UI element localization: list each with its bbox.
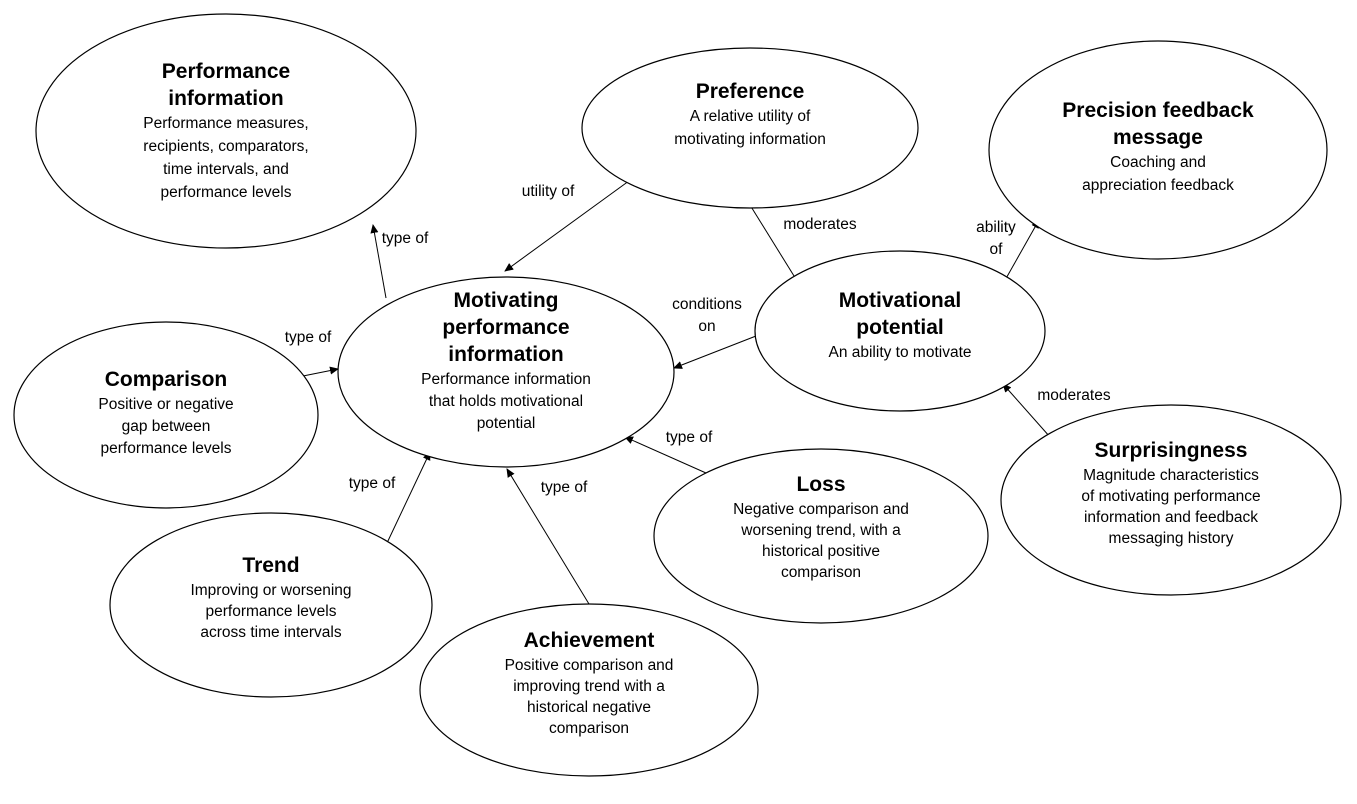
node-preference: Preference A relative utility of motivatin… [581, 47, 919, 209]
node-performance-information-description: time intervals, and [163, 161, 289, 178]
node-preference-title: Preference [696, 80, 805, 103]
edge-labels-layer: type of utility of moderates ability of condi… [285, 183, 1111, 496]
node-precision-feedback-message-description: appreciation feedback [1082, 177, 1234, 194]
node-surprisingness-shape [1000, 404, 1342, 596]
edge-motivating-performance-information-to-performance-information-arrow [370, 224, 387, 299]
edge-achievement-to-motivating-performance-information-arrow [506, 468, 590, 605]
node-motivational-potential: Motivational potential An ability to motiv… [754, 250, 1046, 412]
node-achievement-title: Achievement [524, 629, 655, 652]
node-preference-description: A relative utility of [690, 108, 811, 125]
node-loss-title: Loss [796, 473, 845, 496]
node-achievement-description: Positive comparison and [505, 657, 674, 674]
node-comparison-description: Positive or negative [98, 396, 233, 413]
node-precision-feedback-message-title: message [1113, 126, 1203, 149]
node-precision-feedback-message-title: Precision feedback [1062, 99, 1254, 122]
node-motivational-potential-title: Motivational [839, 289, 962, 312]
node-motivational-potential-title: potential [856, 316, 944, 339]
node-motivational-potential-description: An ability to motivate [828, 344, 971, 361]
node-achievement-description: improving trend with a [513, 678, 665, 695]
node-performance-information-title: Performance [162, 60, 290, 83]
node-performance-information-title: information [168, 87, 284, 110]
node-motivating-performance-information-title: information [448, 343, 564, 366]
edge-preference-to-motivational-potential-label: moderates [783, 216, 856, 233]
node-motivating-performance-information: Motivating performance informationPerforma… [337, 276, 675, 468]
node-surprisingness-description: information and feedback [1084, 509, 1258, 526]
node-precision-feedback-message-description: Coaching and [1110, 154, 1206, 171]
node-comparison-description: performance levels [101, 440, 232, 457]
edge-trend-to-motivating-performance-information-arrow [386, 451, 431, 544]
edge-motivational-potential-to-motivating-performance-information-label: on [698, 318, 715, 335]
node-trend-description: performance levels [206, 603, 337, 620]
edge-trend-to-motivating-performance-information-label: type of [349, 475, 396, 492]
node-trend-shape [109, 512, 433, 698]
node-loss-description: worsening trend, with a [740, 522, 901, 539]
edge-comparison-to-motivating-performance-information-arrow [297, 366, 339, 378]
node-achievement-description: comparison [549, 720, 629, 737]
node-surprisingness-title: Surprisingness [1095, 439, 1248, 462]
node-surprisingness-description: of motivating performance [1081, 488, 1260, 505]
node-preference-shape [581, 47, 919, 209]
node-motivating-performance-information-title: performance [442, 316, 569, 339]
edge-comparison-to-motivating-performance-information-label: type of [285, 329, 332, 346]
node-performance-information-shape [35, 13, 417, 249]
node-comparison-title: Comparison [105, 368, 228, 391]
edge-preference-to-motivating-performance-information-label: utility of [522, 183, 575, 200]
edge-motivational-potential-to-motivating-performance-information-label: conditions [672, 296, 742, 313]
edge-motivational-potential-to-precision-feedback-message-arrow [1003, 219, 1040, 283]
edge-motivating-performance-information-to-performance-information-label: type of [382, 230, 429, 247]
node-surprisingness-description: Magnitude characteristics [1083, 467, 1259, 484]
node-comparison-shape [13, 321, 319, 509]
edge-surprisingness-to-motivational-potential-label: moderates [1037, 387, 1110, 404]
node-loss-description: historical positive [762, 543, 880, 560]
node-motivating-performance-information-shape [337, 276, 675, 468]
edge-motivational-potential-to-precision-feedback-message-label: ability [976, 219, 1016, 236]
node-motivating-performance-information-description: that holds motivational [429, 393, 583, 410]
node-motivating-performance-information-title: Motivating [454, 289, 559, 312]
node-surprisingness-description: messaging history [1109, 530, 1234, 547]
edge-surprisingness-to-motivational-potential-arrow [1002, 383, 1051, 438]
node-motivating-performance-information-description: potential [477, 415, 536, 432]
edge-achievement-to-motivating-performance-information-label: type of [541, 479, 588, 496]
node-achievement-description: historical negative [527, 699, 651, 716]
node-trend-description: across time intervals [200, 624, 342, 641]
node-comparison-description: gap between [122, 418, 211, 435]
node-trend-title: Trend [242, 554, 299, 577]
node-achievement-shape [419, 603, 759, 777]
node-loss-description: comparison [781, 564, 861, 581]
node-performance-information-description: performance levels [161, 184, 292, 201]
edges-layer [297, 177, 1051, 605]
node-precision-feedback-message-shape [988, 40, 1328, 260]
node-motivating-performance-information-description: Performance information [421, 371, 591, 388]
edge-motivational-potential-to-precision-feedback-message-label: of [990, 241, 1004, 258]
edge-loss-to-motivating-performance-information-label: type of [666, 429, 713, 446]
edge-preference-to-motivational-potential-arrow [749, 204, 800, 285]
edge-loss-to-motivating-performance-information-arrow [624, 436, 707, 474]
node-performance-information-description: recipients, comparators, [143, 138, 308, 155]
edge-preference-to-motivating-performance-information-arrow [504, 177, 634, 272]
node-performance-information-description: Performance measures, [143, 115, 308, 132]
node-loss-shape [653, 448, 989, 624]
node-loss-description: Negative comparison and [733, 501, 909, 518]
node-motivational-potential-shape [754, 250, 1046, 412]
edge-motivational-potential-to-motivating-performance-information-arrow [673, 335, 757, 369]
node-preference-description: motivating information [674, 131, 826, 148]
node-trend-description: Improving or worsening [190, 582, 351, 599]
